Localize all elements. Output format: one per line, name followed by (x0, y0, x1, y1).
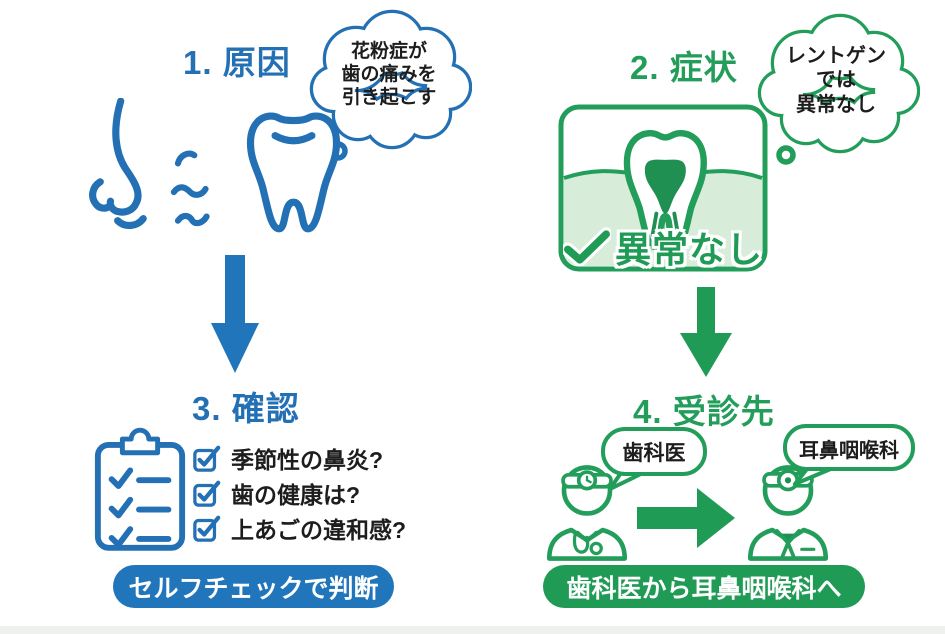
symptom-bubble-text: レントゲン では 異常なし (786, 45, 886, 116)
referral-caption: 歯科医から耳鼻咽喉科へ (543, 565, 865, 608)
self-check-caption: セルフチェックで判断 (113, 565, 394, 608)
stethoscope-icon (572, 532, 590, 554)
xray-card (558, 104, 768, 272)
section-title-check: 3. 確認 (192, 390, 300, 427)
thought-bubble-icon (309, 9, 472, 161)
right-arrow-icon (637, 488, 735, 548)
check-item-label: 歯の健康は? (231, 482, 361, 508)
tooth-icon (246, 112, 341, 233)
clipboard-icon (94, 427, 186, 551)
check-item-label: 季節性の鼻炎? (231, 447, 384, 473)
thought-tail-dot (776, 145, 796, 165)
section-title-symptom: 2. 症状 (630, 49, 738, 86)
checkbox-icon (193, 480, 221, 507)
no-abnormality-label: 異常なし (563, 221, 763, 273)
checkbox-icon (193, 515, 221, 542)
bottom-edge-strip (0, 626, 945, 634)
check-item-row: 季節性の鼻炎? (193, 441, 383, 475)
checkbox-icon (193, 445, 221, 472)
down-arrow-green-icon (680, 287, 732, 377)
nose-icon (89, 98, 210, 229)
thought-bubble-icon (757, 13, 920, 165)
check-icon (563, 227, 611, 267)
check-item-label: 上あごの違和感? (231, 517, 407, 543)
section-title-cause: 1. 原因 (183, 44, 291, 81)
speech-bubble-dentist (601, 427, 707, 491)
down-arrow-blue-icon (211, 255, 259, 373)
section-title-destination: 4. 受診先 (633, 393, 775, 430)
dentist-bubble-label: 歯科医 (622, 442, 686, 465)
xray-tooth-icon (623, 130, 707, 251)
check-item-row: 歯の健康は? (193, 476, 360, 510)
cause-bubble-text: 花粉症が 歯の痛みを 引き起こす (341, 41, 437, 109)
sniff-lines-icon (170, 150, 210, 227)
check-item-row: 上あごの違和感? (193, 511, 406, 545)
ent-bubble-label: 耳鼻咽喉科 (799, 440, 899, 462)
speech-bubble-ent (783, 424, 915, 486)
